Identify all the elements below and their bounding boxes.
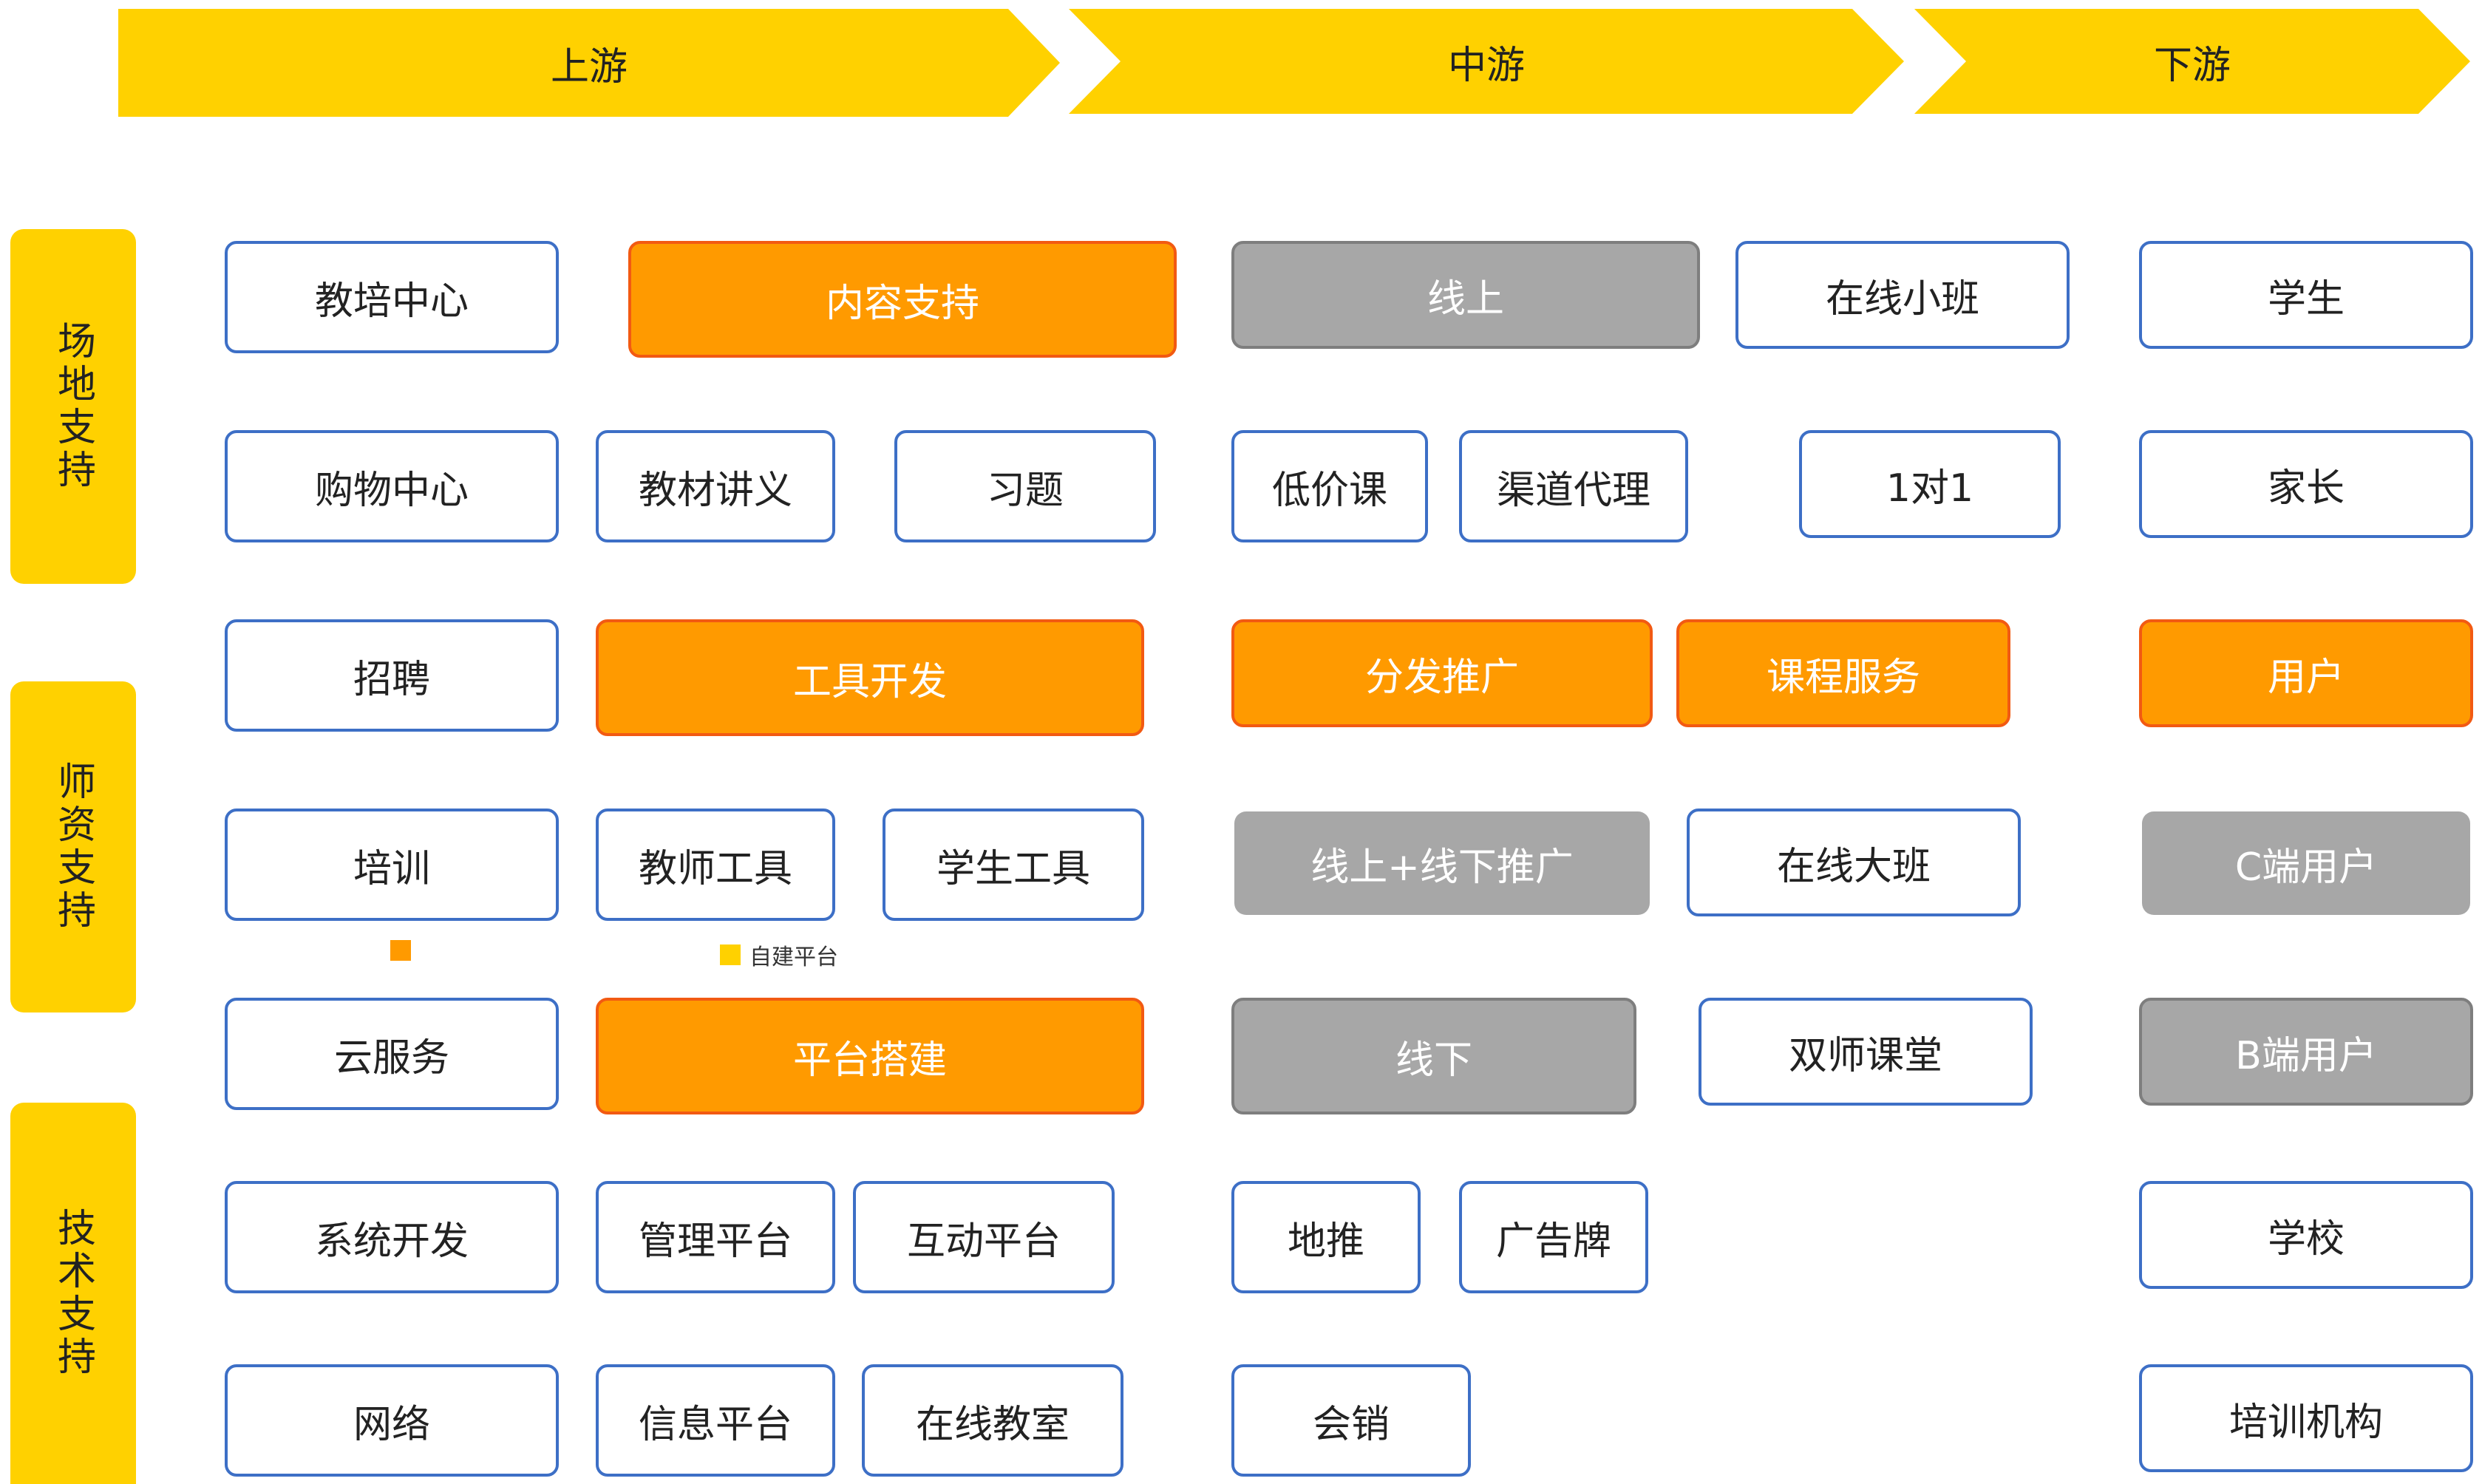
node-content-support: 内容支持 [628, 241, 1177, 358]
stage-arrow-upstream: 上游 [118, 9, 1060, 117]
node-online-small-class: 在线小班 [1735, 241, 2070, 349]
node-platform-build: 平台搭建 [596, 998, 1144, 1114]
node-teacher-tool: 教师工具 [596, 809, 835, 921]
node-distribution: 分发推广 [1231, 619, 1653, 727]
stage-label-upstream: 上游 [550, 44, 628, 89]
node-education-center: 教培中心 [225, 241, 559, 353]
stage-arrow-midstream: 中游 [1069, 9, 1904, 114]
node-dual-teacher-class: 双师课堂 [1699, 998, 2033, 1106]
node-channel-agent: 渠道代理 [1459, 430, 1688, 542]
node-recruitment: 招聘 [225, 619, 559, 732]
node-low-price-course: 低价课 [1231, 430, 1428, 542]
node-user: 用户 [2139, 619, 2473, 727]
node-one-on-one: 1对1 [1799, 430, 2061, 538]
node-conference-sales: 会销 [1231, 1364, 1471, 1477]
node-parent: 家长 [2139, 430, 2473, 538]
node-offline: 线下 [1231, 998, 1636, 1114]
node-exercise: 习题 [894, 430, 1156, 542]
node-school: 学校 [2139, 1181, 2473, 1289]
node-tool-development: 工具开发 [596, 619, 1144, 736]
side-label-venue-text: 场地支持 [50, 321, 95, 492]
side-label-venue: 场地支持 [10, 229, 136, 584]
node-shopping-center: 购物中心 [225, 430, 559, 542]
node-online-classroom: 在线教室 [862, 1364, 1123, 1477]
node-ground-promotion: 地推 [1231, 1181, 1421, 1293]
node-online: 线上 [1231, 241, 1700, 349]
legend-swatch-orange [390, 940, 411, 961]
node-system-development: 系统开发 [225, 1181, 559, 1293]
stage-arrow-downstream: 下游 [1914, 9, 2470, 114]
side-label-teacher: 师资支持 [10, 681, 136, 1012]
node-training: 培训 [225, 809, 559, 921]
stage-label-midstream: 中游 [1447, 43, 1525, 88]
node-student-tool: 学生工具 [883, 809, 1144, 921]
legend-label-self-built: 自建平台 [749, 944, 838, 970]
node-info-platform: 信息平台 [596, 1364, 835, 1477]
side-label-tech: 技术支持 [10, 1103, 136, 1484]
node-billboard: 广告牌 [1459, 1181, 1648, 1293]
side-label-teacher-text: 师资支持 [50, 761, 95, 933]
node-network: 网络 [225, 1364, 559, 1477]
node-online-large-class: 在线大班 [1687, 809, 2021, 916]
legend-swatch-yellow [720, 944, 741, 965]
node-management-platform: 管理平台 [596, 1181, 835, 1293]
node-interactive-platform: 互动平台 [853, 1181, 1115, 1293]
node-c-end-user: C端用户 [2142, 811, 2470, 915]
node-textbook: 教材讲义 [596, 430, 835, 542]
legend-item-1 [390, 940, 411, 961]
side-label-tech-text: 技术支持 [50, 1208, 95, 1379]
legend-item-2: 自建平台 [720, 939, 838, 971]
node-cloud-service: 云服务 [225, 998, 559, 1110]
node-training-institution: 培训机构 [2139, 1364, 2473, 1472]
node-student: 学生 [2139, 241, 2473, 349]
stage-label-downstream: 下游 [2153, 43, 2231, 88]
node-online-offline-promotion: 线上+线下推广 [1234, 811, 1650, 915]
node-course-service: 课程服务 [1676, 619, 2010, 727]
node-b-end-user: B端用户 [2139, 998, 2473, 1106]
